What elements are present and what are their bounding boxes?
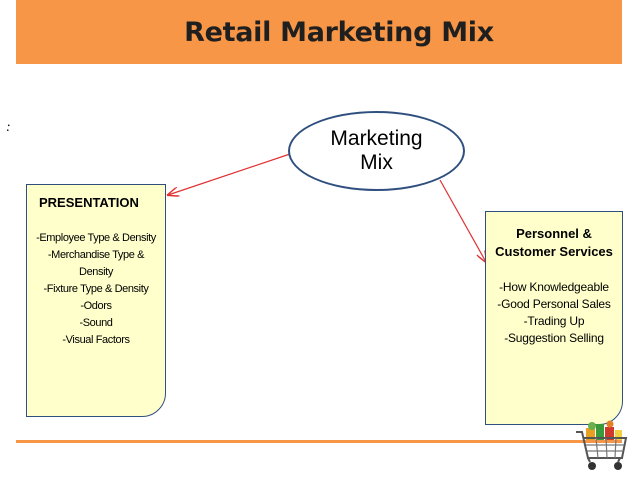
presentation-list: -Employee Type & Density -Merchandise Ty… bbox=[27, 230, 165, 349]
marketing-mix-node: Marketing Mix bbox=[288, 111, 465, 191]
list-item: -Odors bbox=[80, 300, 112, 312]
list-item: -Good Personal Sales bbox=[497, 297, 611, 311]
list-item: -Trading Up bbox=[523, 314, 585, 328]
personnel-heading: Personnel & Customer Services bbox=[486, 225, 622, 261]
stray-colon: : bbox=[6, 120, 11, 135]
shopping-cart-icon bbox=[576, 420, 628, 470]
personnel-box: Personnel & Customer Services -How Knowl… bbox=[485, 211, 623, 425]
title-band: Retail Marketing Mix bbox=[16, 0, 622, 64]
list-item: -Suggestion Selling bbox=[504, 331, 604, 345]
footer-rule bbox=[16, 440, 622, 443]
list-item: Density bbox=[79, 266, 113, 278]
list-item: -Fixture Type & Density bbox=[43, 283, 149, 295]
personnel-list: -How Knowledgeable -Good Personal Sales … bbox=[486, 279, 622, 347]
personnel-heading-line2: Customer Services bbox=[495, 244, 613, 259]
arrow-to-presentation bbox=[168, 153, 291, 195]
list-item: -Visual Factors bbox=[62, 334, 130, 346]
arrow-to-personnel bbox=[439, 179, 486, 262]
slide-title: Retail Marketing Mix bbox=[184, 16, 494, 48]
center-node-line2: Mix bbox=[360, 151, 393, 174]
list-item: -Employee Type & Density bbox=[36, 232, 156, 244]
list-item: -How Knowledgeable bbox=[499, 280, 609, 294]
list-item: -Merchandise Type & bbox=[47, 249, 145, 261]
center-node-line1: Marketing bbox=[330, 127, 423, 150]
personnel-heading-line1: Personnel & bbox=[516, 226, 592, 241]
list-item: -Sound bbox=[79, 317, 113, 329]
presentation-heading: PRESENTATION bbox=[39, 195, 139, 210]
presentation-box: PRESENTATION -Employee Type & Density -M… bbox=[26, 184, 166, 417]
